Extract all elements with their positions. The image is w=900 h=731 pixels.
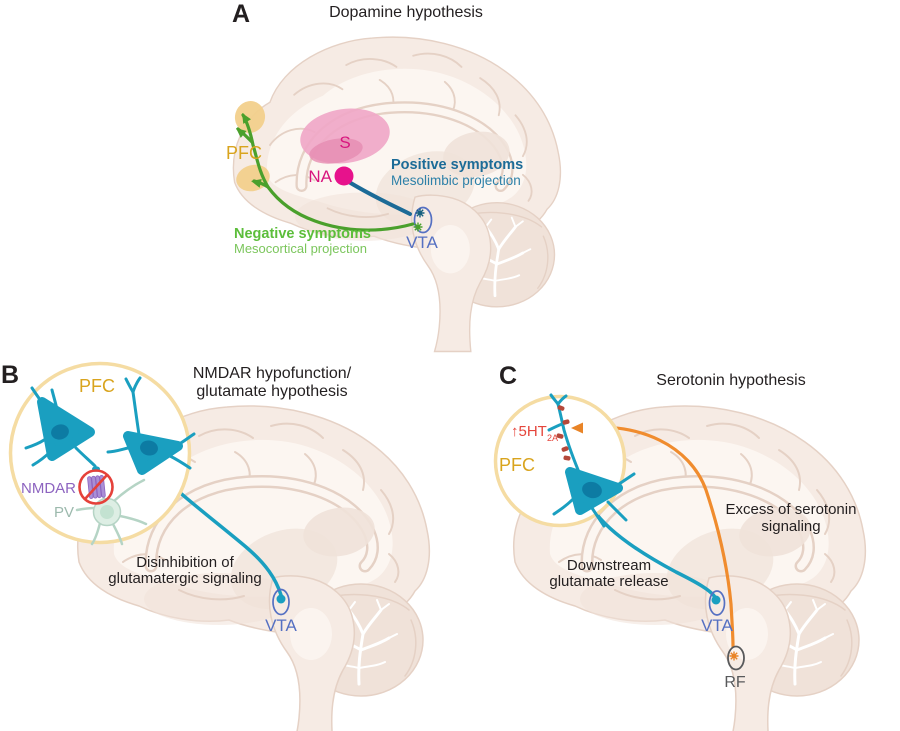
vta-ellipse-c [708, 590, 726, 616]
panel-c: C Serotonin hypothesis ↑5HT 2A PFC [493, 362, 857, 691]
nmdar-blocked-icon [78, 469, 114, 505]
excess-serotonin-caption-line1: Excess of serotonin [726, 501, 857, 518]
pv-interneuron [75, 478, 148, 546]
pfc-region-upper [234, 101, 266, 133]
excess-serotonin-caption-line2: signaling [761, 518, 820, 535]
prohibition-circle [78, 469, 114, 505]
prohibition-slash [83, 473, 109, 501]
pfc-label-a: PFC [226, 143, 262, 163]
pyramidal-neuron-left [24, 386, 100, 472]
vta-ellipse-b [272, 588, 290, 616]
panel-a-title: Dopamine hypothesis [329, 4, 483, 21]
serotonin-receptors [556, 405, 571, 461]
nmdar-label: NMDAR [21, 480, 76, 497]
vta-burst-blue [414, 207, 426, 219]
panel-a: A Dopamine hypothesis PFC S NA VTA Posit… [226, 0, 523, 256]
striatum-inner-region [309, 138, 363, 164]
nucleus-accumbens-dot [334, 166, 354, 186]
vta-ellipse-a [413, 206, 433, 234]
serotonin-receptor-label: ↑5HT [511, 423, 547, 440]
pfc-label-b: PFC [79, 376, 115, 396]
mesolimbic-projection-label: Mesolimbic projection [391, 173, 521, 188]
pyramidal-neuron-c [547, 393, 636, 528]
serotonin-receptor-subscript: 2A [547, 433, 558, 443]
pv-label: PV [54, 504, 74, 521]
panel-b-letter: B [1, 361, 19, 389]
mesolimbic-projection-line [347, 180, 412, 216]
glutamatergic-axon-c [590, 506, 717, 599]
rf-burst-orange [728, 650, 740, 662]
vta-label-b: VTA [265, 616, 297, 635]
disinhibition-caption-line2: glutamatergic signaling [108, 570, 261, 587]
negative-symptoms-label: Negative symptoms [234, 226, 371, 242]
pyramidal-neuron-right [106, 376, 196, 475]
serotonin-axon [580, 425, 735, 648]
positive-symptoms-label: Positive symptoms [391, 157, 523, 173]
rf-ellipse [727, 645, 745, 671]
vta-burst-green [412, 221, 424, 233]
downstream-glutamate-caption-line1: Downstream [567, 557, 651, 574]
vta-label-a: VTA [406, 233, 438, 252]
disinhibition-caption-line1: Disinhibition of [136, 554, 234, 571]
panel-c-letter: C [499, 362, 517, 390]
brain-panel-a [233, 37, 560, 351]
panel-c-title: Serotonin hypothesis [656, 372, 805, 389]
panel-a-letter: A [232, 0, 250, 28]
serotonin-arrowhead [571, 422, 583, 434]
downstream-glutamate-caption-line2: glutamate release [549, 573, 668, 590]
rf-label: RF [724, 674, 746, 691]
panel-b-title-line2: glutamate hypothesis [196, 383, 347, 400]
mesocortical-projection-lines [233, 110, 415, 232]
panel-b-title-line1: NMDAR hypofunction/ [193, 365, 352, 382]
panel-b: B NMDAR hypofunction/ glutamate hypothes… [1, 361, 352, 635]
axon-terminal-c [711, 595, 721, 605]
striatum-label: S [339, 133, 350, 152]
pfc-label-c: PFC [499, 455, 535, 475]
vta-label-c: VTA [701, 616, 733, 635]
mesocortical-projection-label: Mesocortical projection [234, 241, 367, 256]
nucleus-accumbens-label: NA [308, 167, 332, 186]
axon-terminal-b [276, 594, 286, 604]
